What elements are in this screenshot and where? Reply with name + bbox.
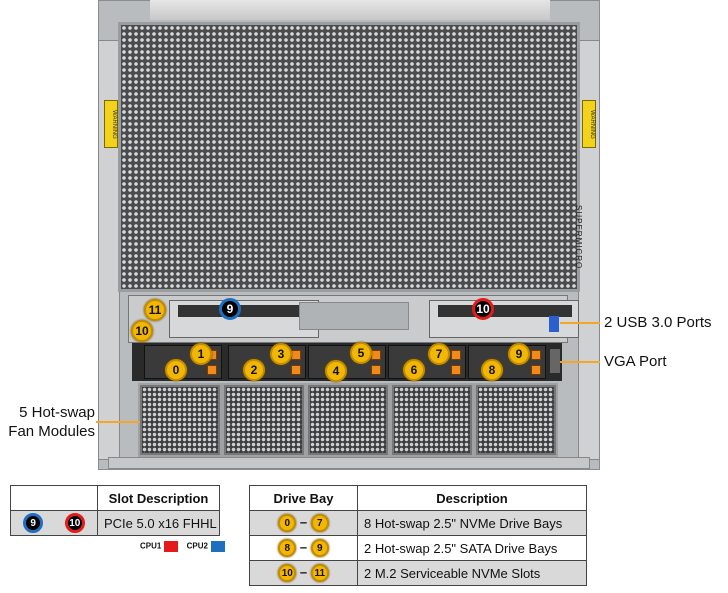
table-row: 10 – 11 2 M.2 Serviceable NVMe Slots — [249, 560, 587, 586]
badge-to: 9 — [310, 539, 329, 557]
drive-bay-pair — [308, 345, 386, 379]
drive-bay-header: Drive Bay — [249, 485, 358, 511]
badge-drive: 9 — [508, 343, 530, 365]
cpu1-label: CPU1 — [140, 541, 162, 551]
badge-drive: 6 — [403, 359, 425, 381]
slot-table-empty-header — [10, 485, 98, 511]
vga-port — [550, 349, 560, 373]
badge-pcie-9: 9 — [219, 298, 241, 320]
fan-callout-line — [96, 421, 140, 423]
usb-ports — [549, 316, 559, 332]
fan-module — [392, 385, 472, 455]
center-panel — [299, 302, 409, 330]
drive-bay-pair — [468, 345, 546, 379]
row-description: 2 M.2 Serviceable NVMe Slots — [357, 560, 587, 586]
fan-module — [224, 385, 304, 455]
slot-table: Slot Description 9 10 PCIe 5.0 x16 FHHL — [10, 485, 220, 536]
badge-drive: 5 — [350, 342, 372, 364]
badge-drive: 3 — [270, 343, 292, 365]
chassis-base — [108, 457, 590, 469]
row-description: 8 Hot-swap 2.5" NVMe Drive Bays — [357, 510, 587, 536]
badge-from: 0 — [278, 514, 297, 532]
badge-to: 11 — [310, 564, 329, 582]
fan-callout-line2: Fan Modules — [8, 423, 95, 440]
pcie-card-slot-9 — [169, 300, 319, 338]
drive-bay-pair — [228, 345, 306, 379]
vga-callout-line — [560, 361, 600, 363]
fan-module — [308, 385, 388, 455]
separator: – — [299, 564, 308, 580]
badge-pcie-10: 10 — [472, 298, 494, 320]
cpu-legend: CPU1 CPU2 — [140, 541, 231, 552]
row-description: 2 Hot-swap 2.5" SATA Drive Bays — [357, 535, 587, 561]
fan-callout: 5 Hot-swap Fan Modules — [0, 403, 95, 441]
badge-to: 7 — [310, 514, 329, 532]
usb-callout: 2 USB 3.0 Ports — [604, 314, 712, 331]
top-cover — [150, 0, 550, 20]
badge-pcie-10: 10 — [64, 513, 85, 533]
table-row: 8 – 9 2 Hot-swap 2.5" SATA Drive Bays — [249, 535, 587, 561]
fan-module — [140, 385, 220, 455]
warning-label-left: WARNING — [104, 100, 118, 148]
fan-module — [476, 385, 556, 455]
warning-label-right: WARNING — [582, 100, 596, 148]
fan-modules — [138, 383, 558, 457]
badge-m2-10: 10 — [131, 320, 153, 342]
slot-description: PCIe 5.0 x16 FHHL — [97, 510, 220, 536]
cpu2-swatch — [210, 541, 225, 552]
badge-drive: 8 — [481, 359, 503, 381]
pcie-slot-area — [128, 295, 579, 343]
badge-drive: 7 — [428, 343, 450, 365]
badge-pcie-9: 9 — [23, 513, 44, 533]
badge-m2-11: 11 — [144, 299, 166, 321]
vga-callout: VGA Port — [604, 353, 667, 370]
badge-drive: 1 — [190, 343, 212, 365]
badge-drive: 2 — [243, 359, 265, 381]
badge-drive: 4 — [325, 360, 347, 382]
supermicro-logo: SUPERMICRO — [574, 205, 583, 270]
cpu1-swatch — [164, 541, 179, 552]
badge-from: 10 — [278, 564, 297, 582]
badge-drive: 0 — [165, 359, 187, 381]
badge-from: 8 — [278, 539, 297, 557]
gpu-tray-vent-grill — [118, 22, 580, 292]
usb-callout-line — [560, 322, 600, 324]
cpu2-label: CPU2 — [186, 541, 208, 551]
separator: – — [299, 514, 308, 530]
description-header: Description — [357, 485, 587, 511]
fan-callout-line1: 5 Hot-swap — [19, 404, 95, 421]
slot-description-header: Slot Description — [97, 485, 220, 511]
table-row: 0 – 7 8 Hot-swap 2.5" NVMe Drive Bays — [249, 510, 587, 536]
separator: – — [299, 539, 308, 555]
drive-bay-pair — [388, 345, 466, 379]
